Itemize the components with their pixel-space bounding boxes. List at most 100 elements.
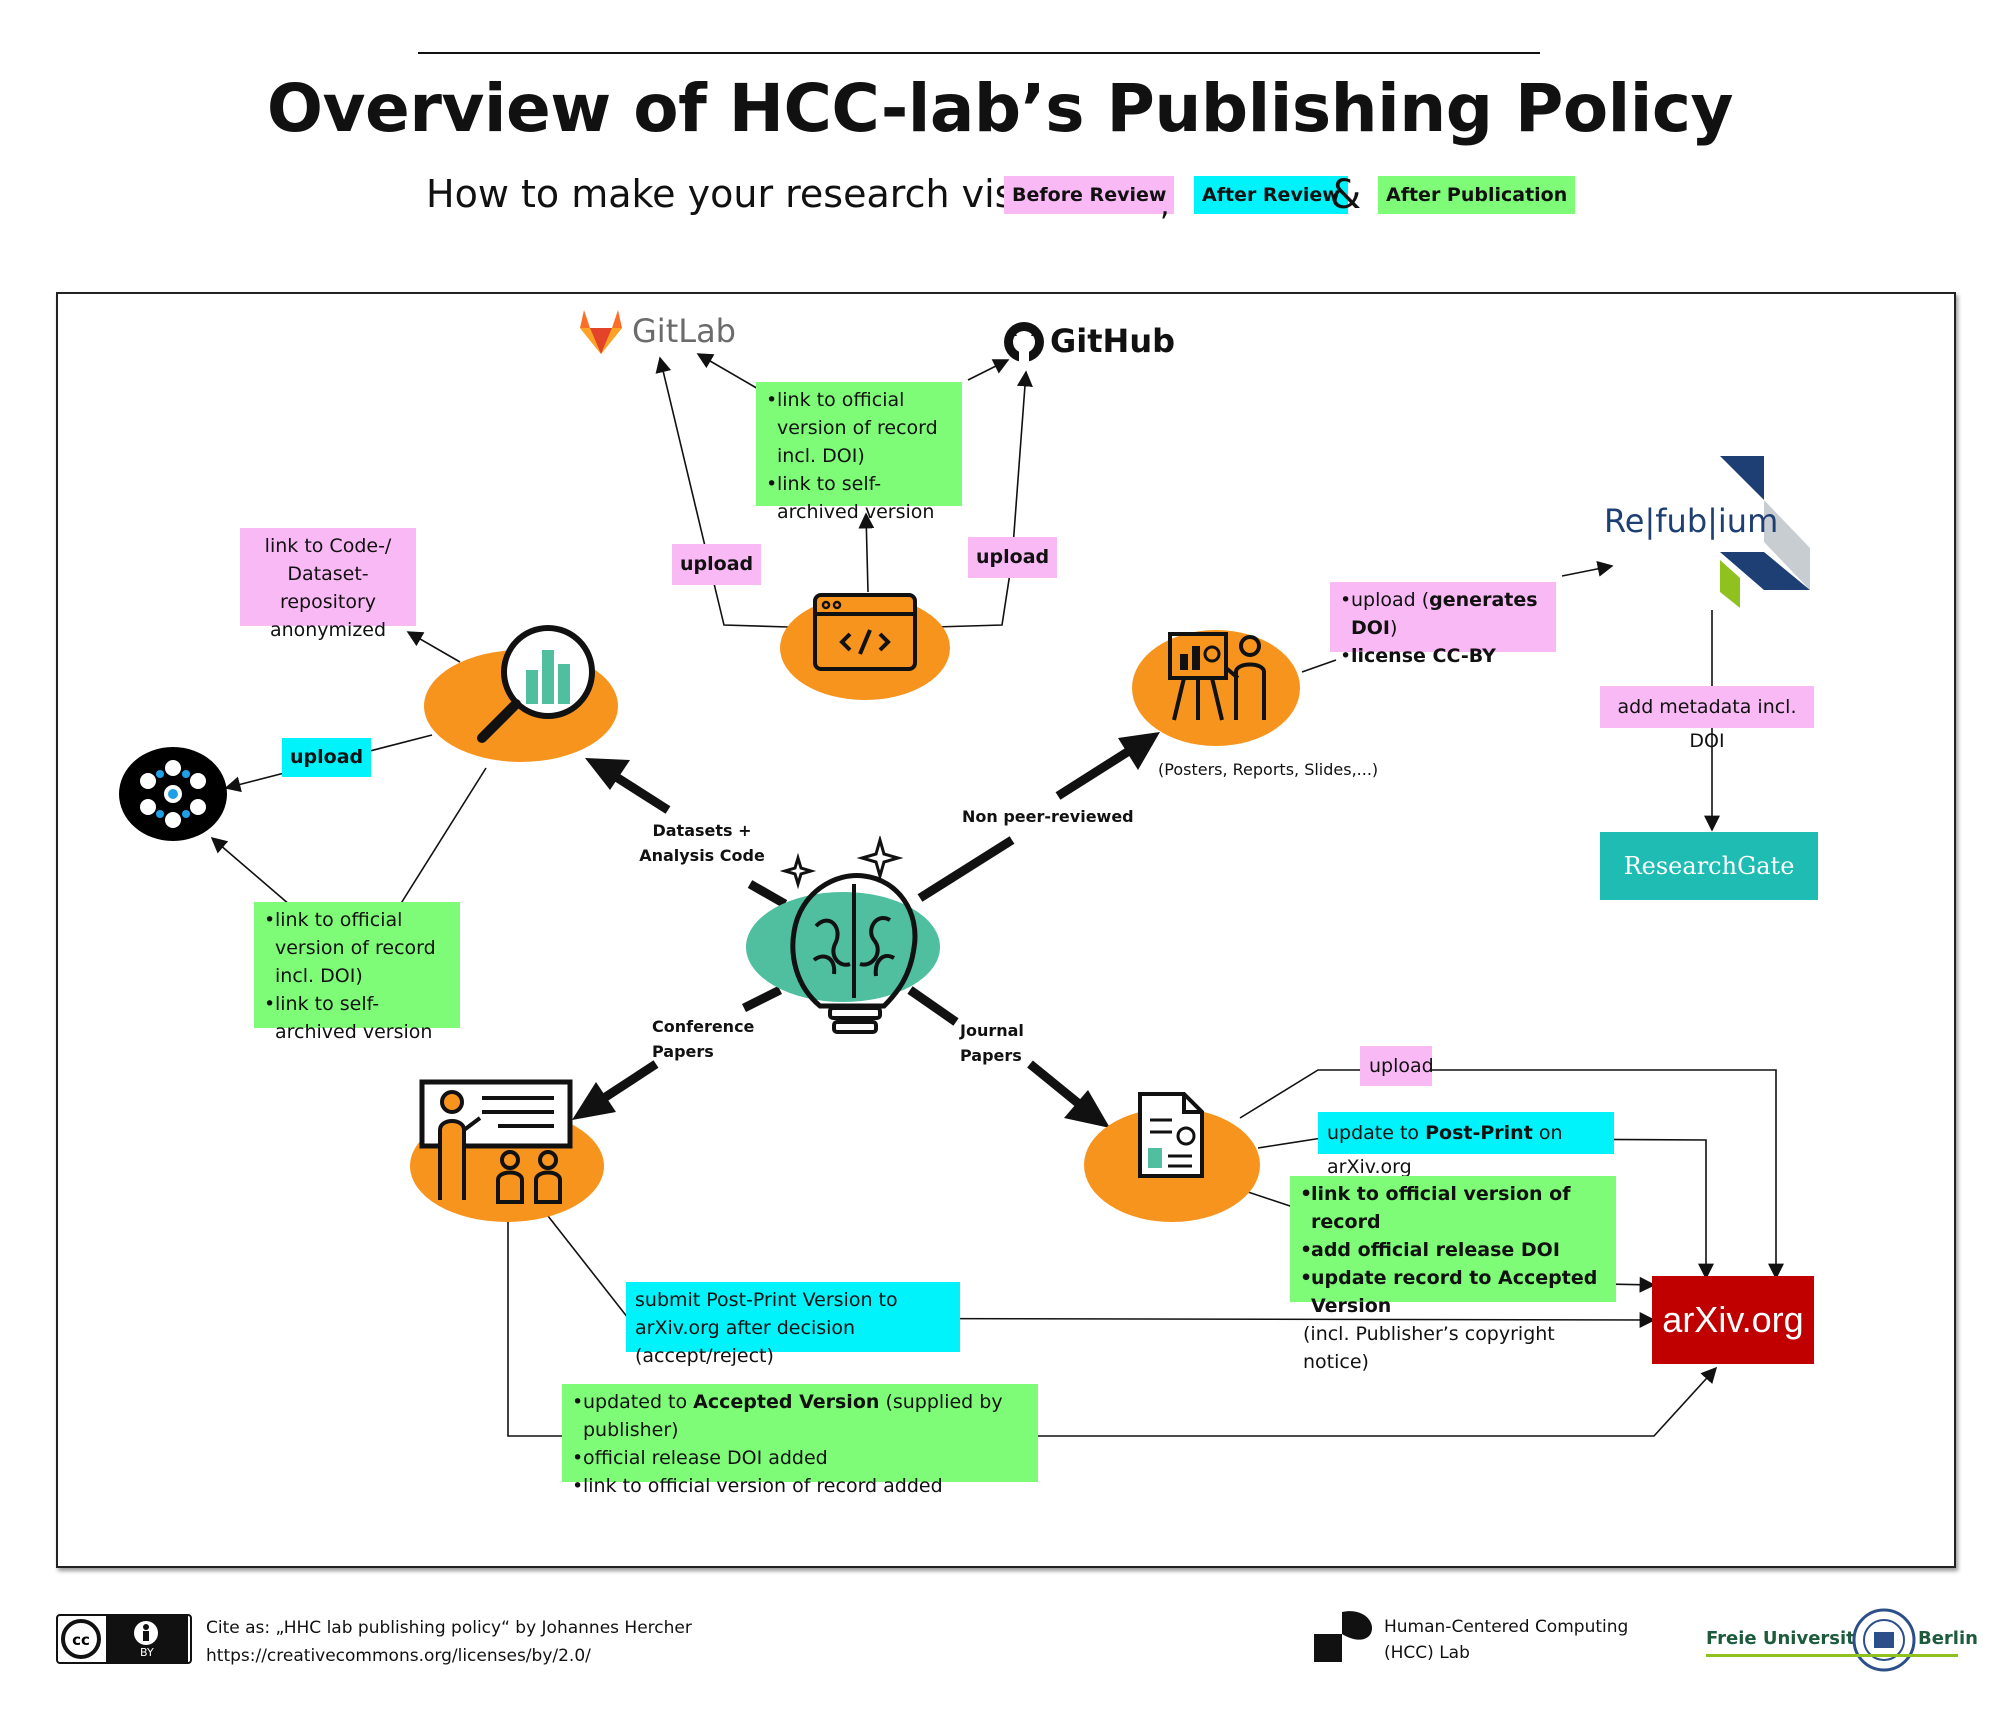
fu-seal-icon [1852, 1608, 1916, 1672]
page-title: Overview of HCC-lab’s Publishing Policy [266, 70, 1734, 147]
arrow-to-conf [601, 1060, 659, 1102]
line-codebox-github [967, 359, 1010, 381]
line-code-codebox [858, 512, 875, 593]
diagram-frame [56, 292, 1956, 1568]
refubium-license-text: license CC-BY [1351, 645, 1496, 667]
hcc-lab-logo-icon [1314, 1611, 1372, 1662]
line-journal-upload [1239, 1069, 1784, 1280]
label-datasets-analysis-code: Datasets + Analysis Code [639, 821, 765, 865]
spoke-ne [917, 836, 1015, 902]
journal-postprint-suffix: on arXiv.org [1327, 1122, 1563, 1178]
conf-after-pub-item: official release DOI added [572, 1444, 1029, 1472]
journal-document-icon [1138, 1092, 1204, 1178]
legend-after-review: After Review [1194, 176, 1348, 214]
label-journal-papers: Journal Papers [960, 1021, 1024, 1065]
line-conf-afterpub [507, 1222, 1718, 1437]
github-wordmark: GitHub [1050, 322, 1175, 360]
fu-berlin-logo: Freie Universität Berlin [1706, 1608, 1978, 1678]
by-text: BY [140, 1646, 154, 1659]
spoke-nw [747, 880, 788, 908]
arrow-to-nonpeer [1055, 740, 1143, 800]
gitlab-wordmark: GitLab [632, 312, 736, 350]
label-posters-reports: (Posters, Reports, Slides,...) [1158, 760, 1379, 779]
arrowhead-nonpeer [1118, 732, 1160, 770]
upload-github-badge: upload [968, 537, 1058, 578]
code-window-icon [813, 593, 917, 671]
refubium-upload-suffix: ) [1390, 617, 1398, 639]
refubium-upload-bold: generates DOI [1351, 589, 1538, 639]
refubium-upload-box: upload (generates DOI) license CC-BY [1330, 582, 1556, 670]
license-url[interactable]: https://creativecommons.org/licenses/by/… [206, 1646, 591, 1666]
arrowhead-data [585, 758, 630, 790]
refubium-wordmark: Re|fub|ium [1604, 502, 1779, 540]
journal-after-pub-item: add official release DOI [1300, 1236, 1607, 1264]
line-refubium-post [1301, 659, 1337, 673]
journal-after-pub-note: (incl. Publisher’s copyright notice) [1303, 1323, 1555, 1373]
spoke-sw [741, 985, 783, 1013]
lecture-audience-icon [419, 1079, 573, 1204]
line-data-codebox [406, 631, 461, 663]
journal-upload-badge: upload [1360, 1046, 1434, 1086]
gitlab-logo: GitLab [576, 306, 806, 362]
citation-block: Cite as: „HHC lab publishing policy“ by … [206, 1614, 692, 1670]
fu-left-text: Freie Universität [1706, 1628, 1876, 1649]
researchgate-logo: ResearchGate [1600, 832, 1818, 900]
legend-ampersand: & [1330, 172, 1362, 218]
conf-after-pub-item: updated to Accepted Version (supplied by… [572, 1388, 1029, 1444]
legend-after-publication: After Publication [1378, 176, 1576, 214]
conference-postprint-box: submit Post-Print Version to arXiv.org a… [626, 1282, 960, 1367]
refubium-mark-icon [1720, 456, 1810, 608]
journal-postprint-box: update to Post-Print on arXiv.org [1318, 1112, 1614, 1178]
brain-lightbulb-icon [780, 836, 918, 1034]
conf-after-pub-item: link to official version of record added [572, 1472, 1029, 1500]
by-block: BY [106, 1616, 188, 1662]
upload-gitlab-badge: upload [672, 544, 762, 585]
conf-after-pub-suffix: (supplied by publisher) [583, 1391, 1003, 1441]
code-after-publication-box: link to official version of record incl.… [756, 382, 962, 523]
journal-after-pub-item: update record to Accepted Version [1300, 1264, 1607, 1320]
journal-postprint-bold: Post-Print [1425, 1122, 1533, 1144]
journal-after-pub-item: link to official version of record [1300, 1180, 1607, 1236]
svg-text:cc: cc [72, 1631, 90, 1649]
line-codebox-gitlab [696, 353, 761, 391]
line-refubium [1561, 560, 1614, 577]
header-rule [418, 52, 1540, 54]
line-data-afterpub [399, 767, 487, 906]
journal-after-publication-box: link to official version of record add o… [1290, 1176, 1616, 1373]
fu-underline [1706, 1654, 1958, 1657]
spoke-se [907, 986, 959, 1026]
data-after-publication-box: link to official version of record incl.… [254, 902, 460, 1043]
fu-right-text: Berlin [1918, 1628, 1978, 1649]
cc-by-badge: cc BY [56, 1614, 192, 1664]
page-subtitle: How to make your research visible [426, 172, 1084, 216]
data-after-pub-item: link to official version of record incl.… [264, 906, 451, 990]
conference-after-publication-box: updated to Accepted Version (supplied by… [562, 1384, 1038, 1500]
code-after-pub-item: link to official version of record incl.… [766, 386, 953, 470]
refubium-upload-prefix: upload ( [1351, 589, 1430, 611]
refubium-license-item: license CC-BY [1340, 642, 1547, 670]
arrowhead-conf [572, 1082, 616, 1120]
add-metadata-box: add metadata incl. DOI [1600, 686, 1814, 752]
cc-icon: cc [61, 1619, 101, 1659]
data-repository-icon [119, 747, 227, 841]
upload-data-badge: upload [282, 738, 372, 777]
conf-after-pub-prefix: updated to [583, 1391, 694, 1413]
refubium-logo: Re|fub|ium [1598, 456, 1818, 608]
label-conference-papers: Conference Papers [652, 1017, 755, 1061]
github-octocat-icon [1004, 322, 1044, 364]
line-code-github [934, 370, 1033, 628]
gitlab-fox-icon [580, 310, 622, 354]
arxiv-logo: arXiv.org [1652, 1276, 1814, 1364]
github-logo: GitHub [1002, 318, 1175, 368]
data-after-pub-item: link to self-archived version [264, 990, 451, 1046]
arrowhead-journal [1064, 1090, 1110, 1128]
arrow-to-journal [1027, 1060, 1087, 1112]
legend-comma: , [1160, 188, 1170, 223]
presenter-easel-icon [1168, 632, 1266, 721]
legend-before-review: Before Review [1004, 176, 1175, 214]
citation-text: Cite as: „HHC lab publishing policy“ by … [206, 1618, 692, 1638]
attribution-person-icon [134, 1621, 158, 1645]
label-non-peer-reviewed: Non peer-reviewed [962, 807, 1134, 826]
code-repo-before-review-box: link to Code-/ Dataset-repository anonym… [240, 528, 416, 641]
refubium-upload-item: upload (generates DOI) [1340, 586, 1547, 642]
